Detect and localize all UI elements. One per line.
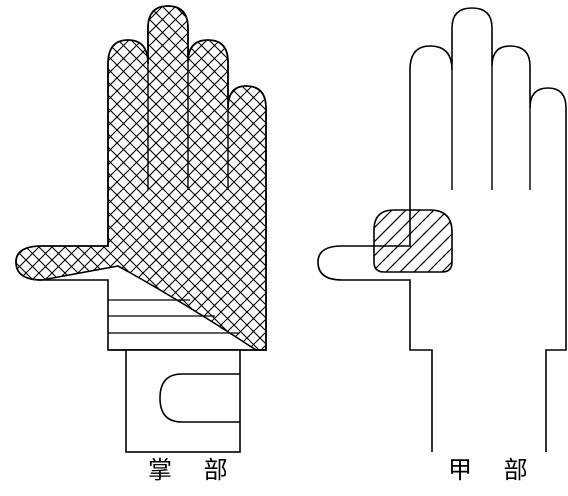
palm-side-caption: 掌 部	[148, 456, 240, 484]
back-side-caption: 甲 部	[448, 456, 540, 484]
palm-glove	[15, 5, 267, 453]
wrist-band-stripes	[108, 299, 240, 334]
thumb-patch	[373, 209, 453, 273]
back-glove	[317, 7, 567, 452]
palm-crosshatch-area	[15, 5, 267, 351]
velcro-tab	[159, 373, 240, 423]
palm-cuff	[125, 349, 241, 453]
